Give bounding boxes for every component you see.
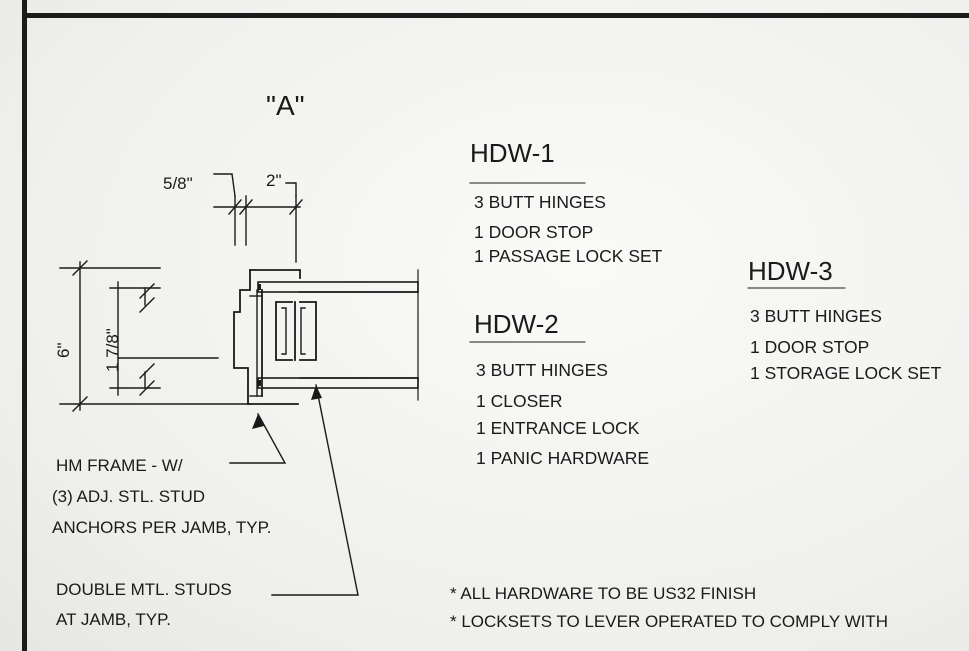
hdw-2-item: 1 PANIC HARDWARE [476,448,650,468]
studs-note-line-2: AT JAMB, TYP. [56,610,171,629]
hdw-1-title: HDW-1 [470,138,555,168]
dim-tick [139,283,155,299]
studs-note-leader [271,384,359,596]
hdw-1-item: 1 PASSAGE LOCK SET [474,246,663,266]
footnote-locksets: * LOCKSETS TO LEVER OPERATED TO COMPLY W… [450,612,889,631]
detail-title: "A" [266,90,305,121]
dim-tick [72,396,88,412]
hdw-2-title: HDW-2 [474,309,559,339]
gypsum-board-bottom [257,377,419,389]
dim-leader [285,182,297,197]
hdw-1-item: 1 DOOR STOP [474,222,594,242]
dim-tick [139,297,155,313]
hdw-3-item: 3 BUTT HINGES [750,306,882,326]
frame-note-line-2: (3) ADJ. STL. STUD [52,487,206,506]
dim-label-2: 2" [266,171,282,190]
frame-note-line-3: ANCHORS PER JAMB, TYP. [52,518,272,537]
hdw-3-item: 1 DOOR STOP [750,337,870,357]
dim-tick [239,199,253,215]
gypsum-board-top [257,281,419,293]
hm-frame-profile [249,269,301,279]
hdw-2-item: 1 ENTRANCE LOCK [476,418,640,438]
studs-leader-arrowhead [311,385,322,400]
metal-stud-left-inner [281,307,287,355]
frame-note-leader [229,413,287,464]
hdw-2-item: 1 CLOSER [476,391,563,411]
studs-note-line-1: DOUBLE MTL. STUDS [56,580,232,599]
dim-tick [139,363,155,379]
board-hatch [258,284,261,290]
hdw-1-item: 3 BUTT HINGES [474,192,606,212]
metal-stud-right [299,301,317,361]
dim-tick [289,199,303,215]
dim-tick [72,260,88,276]
metal-stud-right-inner [300,307,306,355]
board-hatch [258,380,261,386]
dim-leader [213,173,236,197]
dim-tick [139,380,155,396]
hdw-3-title: HDW-3 [748,256,833,286]
sheet-border-left [22,0,27,651]
sheet-border-top [22,13,969,18]
hdw-3-item: 1 STORAGE LOCK SET [750,363,942,383]
hm-frame-profile [233,269,299,405]
frame-leader-arrowhead [252,414,264,429]
dim-tick [228,199,242,215]
dim-label-5-8: 5/8" [163,174,193,193]
frame-note-line-1: HM FRAME - W/ [56,456,183,475]
metal-stud-left [275,301,293,361]
dim-label-1-7-8: 1 7/8" [103,328,122,372]
footnote-finish: * ALL HARDWARE TO BE US32 FINISH [450,584,757,603]
hdw-2-item: 3 BUTT HINGES [476,360,608,380]
dim-label-6: 6" [54,342,73,359]
